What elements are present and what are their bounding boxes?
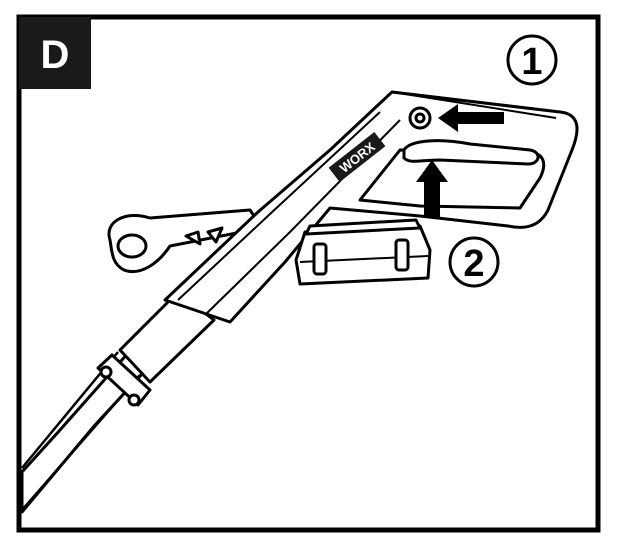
shaft-coupler [96,353,152,407]
step-2-number: 2 [463,243,484,285]
panel-letter: D [41,33,70,77]
step-1-number: 1 [521,41,542,83]
lock-off-button [408,106,432,130]
assist-handle [107,208,264,273]
step-1-callout: 1 [506,34,558,86]
trigger-switch [402,139,540,166]
battery-pack [294,218,432,286]
step-2-callout: 2 [448,236,500,288]
arrow-step-2 [416,160,448,218]
panel-badge: D [19,17,91,89]
arrow-step-1 [438,104,504,132]
